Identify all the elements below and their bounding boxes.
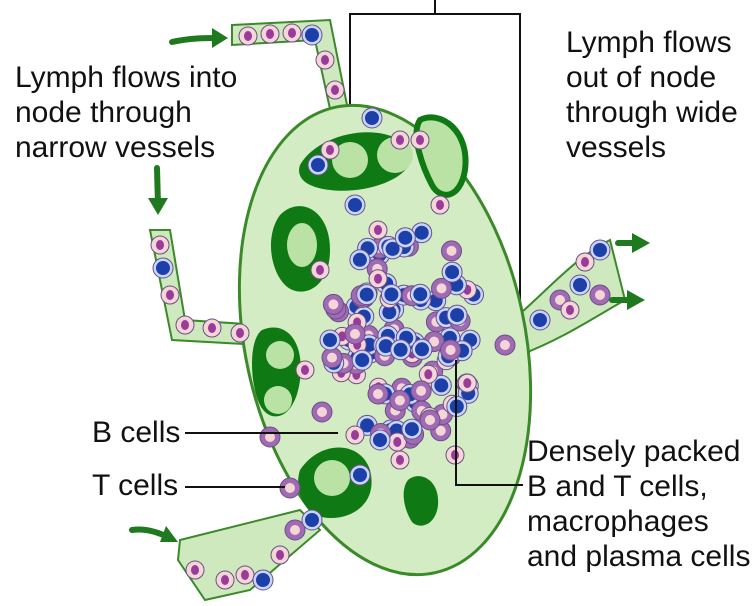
- arrow-out-upper-icon: [618, 233, 650, 253]
- m-cell: [323, 294, 343, 314]
- t-cell: [350, 250, 370, 270]
- inflow-label-line: narrow vessels: [15, 130, 237, 165]
- b-cell: [316, 51, 334, 69]
- m-cell: [495, 335, 515, 355]
- m-cell: [411, 381, 431, 401]
- t-cell: [412, 339, 432, 359]
- t-cell: [153, 258, 173, 278]
- outflow-label-line: through wide: [566, 95, 738, 130]
- t-cell: [253, 570, 273, 590]
- t-cells-text: T cells: [92, 468, 178, 503]
- t-cell: [352, 350, 372, 370]
- t-cell: [345, 195, 365, 215]
- b-cell: [283, 24, 301, 42]
- b-cell: [176, 316, 194, 334]
- b-cell: [231, 324, 249, 342]
- b-cell: [391, 451, 409, 469]
- t-cell: [530, 310, 550, 330]
- t-cell: [442, 262, 462, 282]
- t-cell: [381, 285, 401, 305]
- t-cell: [370, 430, 390, 450]
- b-cell: [239, 27, 257, 45]
- b-cell: [411, 131, 429, 149]
- m-cell: [441, 340, 461, 360]
- m-cell: [442, 241, 462, 261]
- dense-label: Densely packed B and T cells, macrophage…: [527, 434, 750, 574]
- b-cell: [311, 261, 329, 279]
- t-cell: [302, 25, 322, 45]
- inflow-label: Lymph flows into node through narrow ves…: [15, 60, 237, 165]
- b-cell: [203, 319, 221, 337]
- b-cell: [369, 221, 387, 239]
- b-cell: [346, 426, 364, 444]
- inflow-label-line: Lymph flows into: [15, 60, 237, 95]
- arrow-in-bottom-icon: [132, 526, 178, 542]
- b-cell: [161, 286, 179, 304]
- outflow-label-line: out of node: [566, 60, 738, 95]
- t-cell: [391, 340, 411, 360]
- b-cell: [261, 25, 279, 43]
- b-cell: [296, 361, 314, 379]
- inflow-label-line: node through: [15, 95, 237, 130]
- t-cell: [570, 275, 590, 295]
- b-cell: [431, 196, 449, 214]
- b-cell: [576, 253, 594, 271]
- t-cell: [357, 285, 377, 305]
- m-cell: [368, 384, 388, 404]
- dense-label-line: and plasma cells: [527, 539, 750, 574]
- t-cells-label: T cells: [92, 468, 178, 503]
- t-cell: [402, 419, 422, 439]
- m-cell: [322, 348, 342, 368]
- t-cell: [362, 108, 382, 128]
- dense-label-line: B and T cells,: [527, 469, 750, 504]
- dense-label-line: macrophages: [527, 504, 750, 539]
- outflow-label-line: Lymph flows: [566, 25, 738, 60]
- arrow-in-left-icon: [148, 168, 168, 215]
- b-cells-label: B cells: [92, 415, 180, 450]
- m-cell: [260, 427, 280, 447]
- b-cell: [391, 131, 409, 149]
- m-cell: [390, 391, 410, 411]
- t-cell: [410, 284, 430, 304]
- m-cell: [420, 410, 440, 430]
- t-cell: [395, 228, 415, 248]
- b-cell: [326, 81, 344, 99]
- arrow-in-top-icon: [172, 28, 228, 48]
- t-cell: [308, 155, 328, 175]
- t-cell: [447, 305, 467, 325]
- m-cell: [590, 285, 610, 305]
- b-cells-text: B cells: [92, 415, 180, 450]
- b-cell: [216, 571, 234, 589]
- b-cell: [271, 546, 289, 564]
- t-cell: [320, 330, 340, 350]
- outflow-label: Lymph flows out of node through wide ves…: [566, 25, 738, 165]
- t-cell: [302, 510, 322, 530]
- b-cell: [186, 561, 204, 579]
- b-cell: [151, 236, 169, 254]
- dense-label-line: Densely packed: [527, 434, 750, 469]
- t-cell: [350, 465, 370, 485]
- m-cell: [312, 402, 332, 422]
- b-cell: [561, 301, 579, 319]
- m-cell: [345, 324, 365, 344]
- b-cell: [369, 270, 387, 288]
- b-cell: [458, 374, 476, 392]
- b-cell: [236, 566, 254, 584]
- outflow-label-line: vessels: [566, 130, 738, 165]
